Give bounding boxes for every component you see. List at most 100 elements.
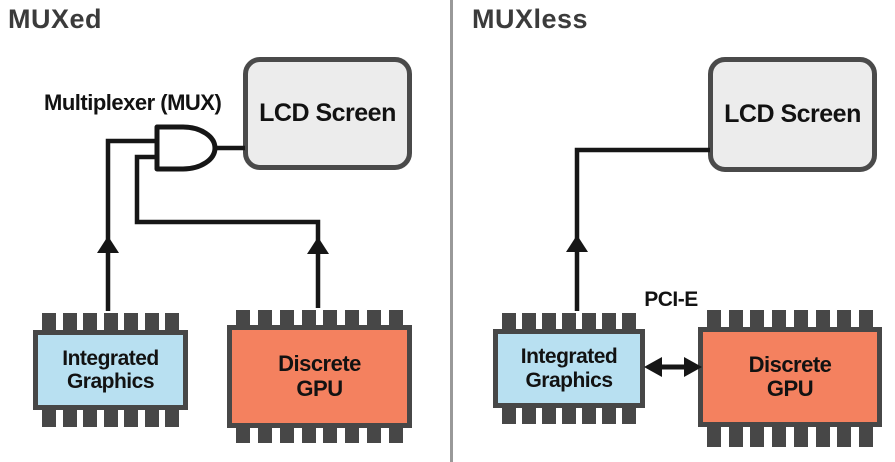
chip-label-line: Integrated — [62, 346, 159, 370]
lcd-screen-label: LCD Screen — [259, 99, 396, 127]
integrated-to-lcd-wire — [574, 147, 710, 311]
chip-pin — [502, 313, 516, 329]
chip-pin — [522, 313, 536, 329]
muxed-title: MUXed — [8, 4, 103, 34]
chip-pin — [83, 410, 97, 427]
chip-pin — [542, 313, 556, 329]
chip-pins-bottom — [33, 410, 188, 427]
chip-pin — [772, 310, 787, 327]
chip-pin — [165, 313, 179, 330]
chip-label-line: Discrete — [748, 351, 832, 377]
chip-pin — [772, 427, 787, 447]
chip-pin — [42, 410, 56, 427]
pcie-left-arrowhead — [644, 357, 662, 377]
discrete-to-mux-arrowhead — [307, 237, 329, 254]
chip-pin — [236, 428, 250, 443]
integrated-to-mux-wire — [105, 138, 158, 311]
chip-pin — [257, 310, 272, 325]
chip-pins-top — [33, 313, 188, 330]
chip-pins-bottom — [698, 427, 882, 447]
chip-pins-bottom — [493, 408, 645, 424]
chip-label-line: Discrete — [278, 351, 361, 377]
chip-pin — [367, 310, 382, 325]
chip-pin — [257, 428, 272, 443]
chip-pin — [707, 427, 721, 447]
chip-pins-top — [227, 310, 412, 325]
chip-pin — [165, 410, 179, 427]
chip-pin — [144, 410, 159, 427]
chip-pins-bottom — [227, 428, 412, 443]
chip-body: Integrated Graphics — [493, 329, 645, 408]
integrated-graphics-chip-muxed: Integrated Graphics — [33, 313, 188, 427]
chip-pin — [622, 408, 636, 424]
chip-pin — [83, 313, 97, 330]
chip-pin — [793, 427, 808, 447]
chip-pin — [602, 313, 616, 329]
mux-gate-symbol — [154, 124, 218, 172]
chip-pin — [728, 310, 743, 327]
chip-pin — [301, 428, 316, 443]
chip-pin — [236, 310, 250, 325]
integrated-graphics-chip-muxless: Integrated Graphics — [493, 313, 645, 424]
chip-pin — [837, 310, 852, 327]
chip-pin — [323, 310, 338, 325]
chip-pin — [582, 313, 596, 329]
muxless-title: MUXless — [472, 4, 589, 34]
chip-pin — [388, 428, 403, 443]
chip-label-line: GPU — [296, 375, 343, 401]
chip-pin — [707, 310, 721, 327]
chip-pin — [279, 310, 294, 325]
chip-label-line: Integrated — [520, 345, 618, 369]
chip-pin — [622, 313, 636, 329]
chip-body: Discrete GPU — [227, 325, 412, 428]
lcd-screen-label: LCD Screen — [724, 100, 861, 128]
chip-pin — [750, 427, 765, 447]
discrete-gpu-chip-muxless: Discrete GPU — [698, 310, 882, 447]
chip-pin — [345, 428, 360, 443]
chip-pins-top — [698, 310, 882, 327]
mux-label: Multiplexer (MUX) — [44, 90, 222, 115]
chip-pin — [750, 310, 765, 327]
integrated-to-mux-arrowhead — [97, 236, 119, 253]
chip-label-line: Graphics — [525, 368, 613, 392]
chip-pin — [815, 310, 830, 327]
chip-pin — [301, 310, 316, 325]
pcie-label: PCI-E — [644, 288, 698, 311]
chip-pin — [502, 408, 516, 424]
chip-pin — [144, 313, 159, 330]
chip-pin — [103, 313, 118, 330]
chip-body: Integrated Graphics — [33, 330, 188, 410]
lcd-screen-muxless: LCD Screen — [708, 57, 877, 172]
chip-pin — [279, 428, 294, 443]
chip-body: Discrete GPU — [698, 327, 882, 427]
chip-pin — [728, 427, 743, 447]
chip-pin — [815, 427, 830, 447]
chip-pin — [582, 408, 596, 424]
panel-divider — [450, 0, 453, 462]
chip-pin — [858, 310, 873, 327]
chip-pin — [42, 313, 56, 330]
chip-pin — [522, 408, 536, 424]
chip-label-line: Graphics — [66, 370, 155, 393]
discrete-to-mux-wire — [134, 154, 321, 308]
lcd-screen-muxed: LCD Screen — [243, 57, 412, 170]
chip-pin — [323, 428, 338, 443]
chip-pin — [62, 410, 77, 427]
chip-pin — [367, 428, 382, 443]
chip-pin — [837, 427, 852, 447]
discrete-gpu-chip-muxed: Discrete GPU — [227, 310, 412, 443]
chip-pin — [602, 408, 616, 424]
chip-pin — [562, 313, 576, 329]
chip-pin — [124, 313, 138, 330]
chip-pins-top — [493, 313, 645, 329]
chip-pin — [388, 310, 403, 325]
chip-pin — [103, 410, 118, 427]
chip-pin — [542, 408, 556, 424]
chip-pin — [858, 427, 873, 447]
chip-pin — [793, 310, 808, 327]
integrated-to-lcd-arrowhead — [566, 235, 588, 252]
chip-label-line: GPU — [766, 376, 814, 401]
chip-pin — [62, 313, 77, 330]
chip-pin — [345, 310, 360, 325]
